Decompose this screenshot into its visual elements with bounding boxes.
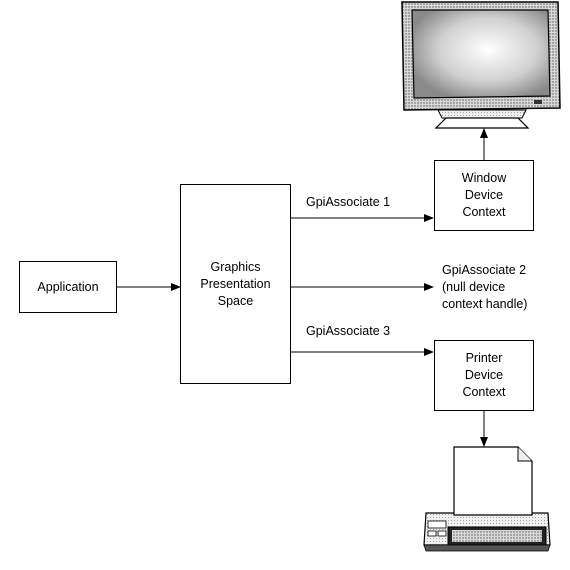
assoc1-label: GpiAssociate 1 [306, 195, 391, 209]
presentation-space-box: Graphics Presentation Space [180, 184, 291, 384]
printer-device-context-label: Printer Device Context [462, 351, 506, 399]
printer-icon [423, 512, 551, 552]
application-box: Application [19, 261, 117, 313]
paper-sheet-icon [453, 446, 533, 516]
printer-device-context-box: Printer Device Context [434, 340, 534, 411]
application-label: Application [37, 279, 99, 294]
window-device-context-box: Window Device Context [434, 160, 534, 231]
monitor-icon [401, 1, 561, 129]
window-device-context-label: Window Device Context [461, 171, 507, 219]
assoc3-label: GpiAssociate 3 [306, 324, 391, 338]
presentation-space-label: Graphics Presentation Space [200, 259, 271, 308]
assoc2-label: GpiAssociate 2 (null device context hand… [442, 263, 528, 311]
